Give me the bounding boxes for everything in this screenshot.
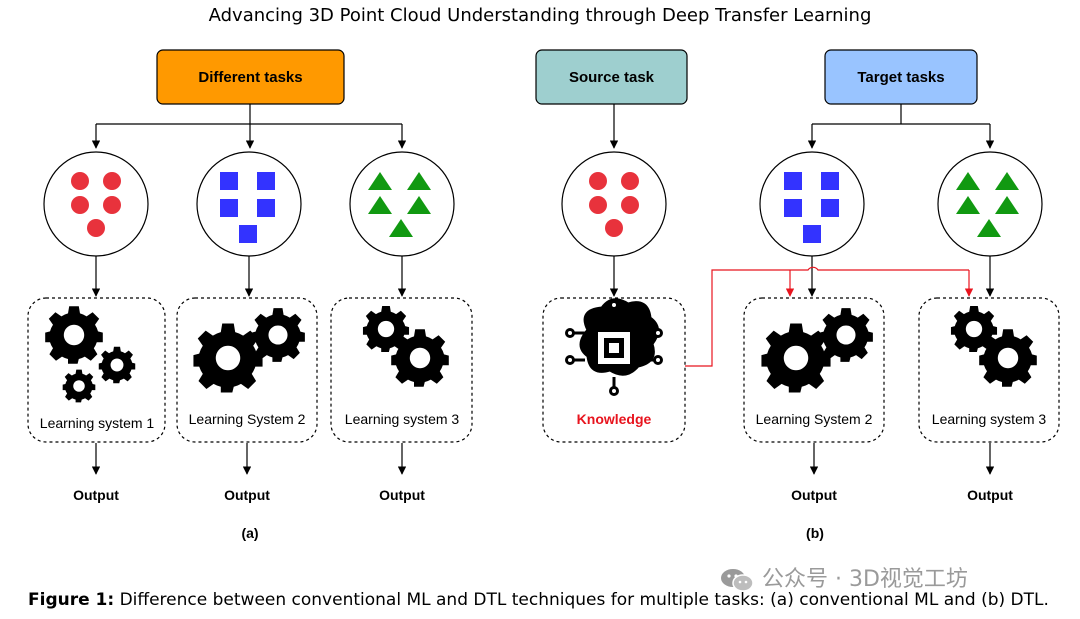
panel-a-label: (a) — [241, 525, 258, 541]
green-triangles — [956, 172, 1019, 237]
target-circle-2 — [937, 151, 1043, 257]
task-circle-3 — [349, 151, 455, 257]
knowledge-transfer-arrows — [685, 266, 974, 367]
panel-b: Source task Target tasks — [535, 49, 1060, 541]
blue-squares — [784, 172, 839, 243]
caption-prefix: Figure 1: — [28, 590, 115, 610]
red-dots — [589, 172, 639, 237]
green-triangles — [368, 172, 431, 237]
output-label: Output — [791, 487, 837, 503]
learning-system-2-label: Learning System 2 — [189, 411, 306, 427]
source-circle — [561, 151, 667, 257]
blue-squares — [220, 172, 275, 243]
figure-title: Advancing 3D Point Cloud Understanding t… — [208, 5, 872, 26]
output-label: Output — [224, 487, 270, 503]
target-learning-system-3-label: Learning system 3 — [932, 411, 1047, 427]
caption-text: Difference between conventional ML and D… — [114, 590, 1049, 610]
watermark: 公众号 · 3D视觉工坊 — [720, 561, 968, 593]
watermark-text: 公众号 · 3D视觉工坊 — [762, 567, 968, 592]
target-tasks-label: Target tasks — [857, 69, 944, 86]
red-dots — [71, 172, 121, 237]
panel-a: Different tasks — [27, 49, 473, 541]
source-task-box — [535, 49, 688, 105]
brain-chip-icon — [565, 298, 663, 396]
wechat-icon — [721, 569, 754, 592]
knowledge-label: Knowledge — [577, 411, 652, 427]
output-label: Output — [379, 487, 425, 503]
source-task-label: Source task — [569, 69, 655, 86]
figure-caption: Figure 1: Difference between conventiona… — [28, 590, 1049, 610]
panel-b-label: (b) — [806, 525, 824, 541]
target-learning-system-2-label: Learning System 2 — [756, 411, 873, 427]
output-label: Output — [967, 487, 1013, 503]
output-label: Output — [73, 487, 119, 503]
different-tasks-label: Different tasks — [198, 69, 302, 86]
learning-system-3-label: Learning system 3 — [345, 411, 460, 427]
learning-system-1-label: Learning system 1 — [40, 415, 155, 431]
task-circle-1 — [43, 151, 149, 257]
